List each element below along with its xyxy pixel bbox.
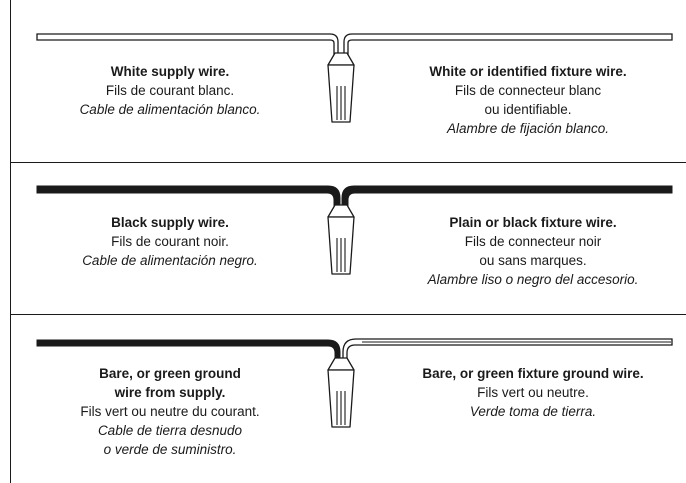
label-english: White or identified fixture wire.: [429, 64, 627, 79]
panel-3-wires: [36, 338, 673, 367]
label-english: Bare, or green fixture ground wire.: [422, 366, 644, 381]
white-supply-wire-label: White supply wire. Fils de courant blanc…: [40, 62, 300, 119]
label-english: White supply wire.: [110, 64, 230, 79]
wire-connector: [327, 357, 355, 428]
wire-connector: [327, 204, 355, 275]
panel-1-wires: [36, 33, 673, 61]
wire-connector-cap: [327, 357, 355, 371]
ground-supply-wire-label: Bare, or green ground wire from supply. …: [40, 364, 300, 459]
white-supply-wire: [36, 33, 339, 61]
label-spanish: Cable de alimentación negro.: [82, 253, 258, 268]
bare-ground-supply-wire: [36, 339, 341, 367]
label-french: Fils de connecteur blanc: [454, 83, 602, 98]
label-spanish: Cable de alimentación blanco.: [79, 102, 261, 117]
wire-connector-cap: [327, 52, 355, 66]
wire-connector-cap: [327, 204, 355, 218]
label-spanish: Alambre de fijación blanco.: [446, 121, 610, 136]
wire-connector: [327, 52, 355, 123]
label-spanish: Verde toma de tierra.: [469, 404, 597, 419]
label-french: Fils de connecteur noir: [464, 234, 602, 249]
black-supply-wire-label: Black supply wire. Fils de courant noir.…: [40, 213, 300, 270]
label-french: Fils vert ou neutre du courant.: [80, 404, 260, 419]
white-fixture-wire-label: White or identified fixture wire. Fils d…: [383, 62, 673, 138]
label-english: Bare, or green ground: [99, 366, 241, 381]
black-supply-wire: [36, 185, 341, 215]
white-fixture-wire: [343, 33, 673, 61]
label-french: Fils vert ou neutre.: [477, 385, 589, 400]
label-french: ou identifiable.: [484, 102, 572, 117]
label-english: Plain or black fixture wire.: [449, 215, 617, 230]
label-french: Fils de courant noir.: [111, 234, 229, 249]
panel-2-wires: [36, 185, 673, 215]
label-spanish: o verde de suministro.: [103, 442, 237, 457]
green-fixture-ground-wire: [342, 338, 673, 367]
black-fixture-wire: [341, 185, 673, 215]
label-french: Fils de courant blanc.: [105, 83, 235, 98]
black-fixture-wire-label: Plain or black fixture wire. Fils de con…: [383, 213, 683, 289]
ground-fixture-wire-label: Bare, or green fixture ground wire. Fils…: [383, 364, 683, 421]
label-spanish: Alambre liso o negro del accesorio.: [427, 272, 639, 287]
label-english: wire from supply.: [114, 385, 226, 400]
label-spanish: Cable de tierra desnudo: [97, 423, 243, 438]
label-french: ou sans marques.: [479, 253, 587, 268]
label-english: Black supply wire.: [111, 215, 229, 230]
